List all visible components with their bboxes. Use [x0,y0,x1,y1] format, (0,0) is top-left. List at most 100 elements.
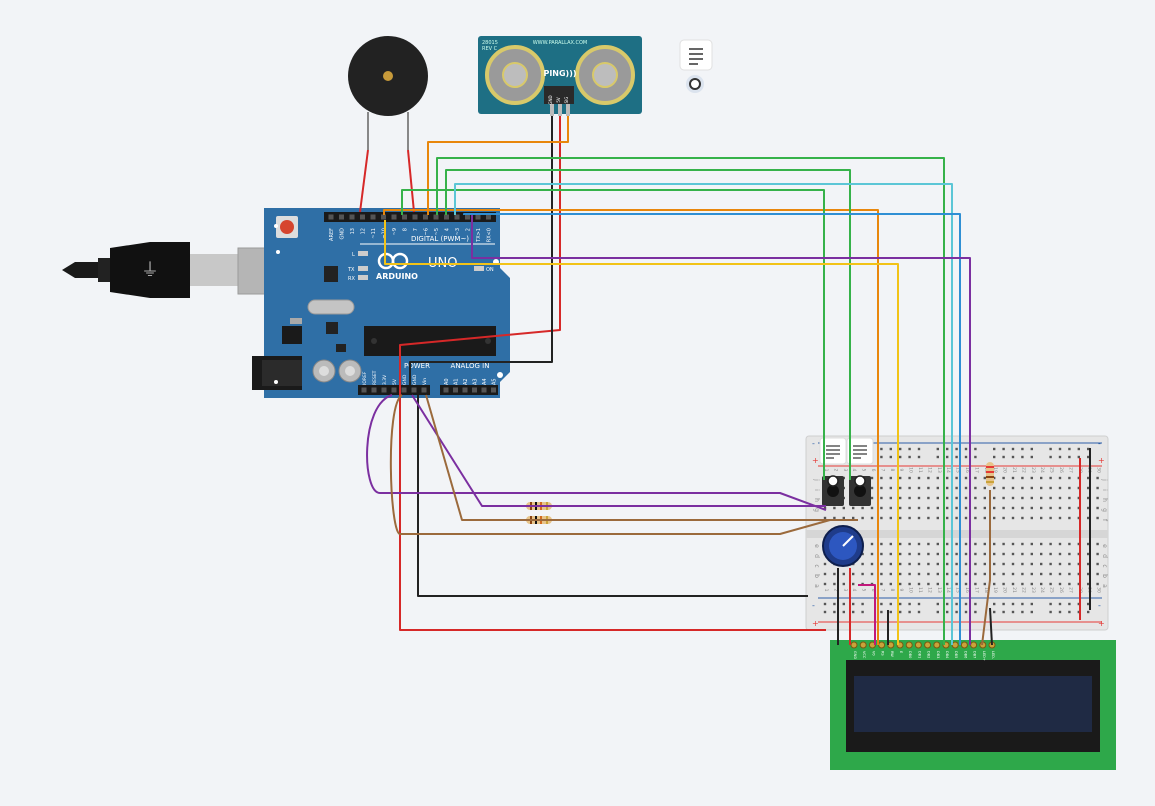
power-pin[interactable] [361,387,367,393]
digital-pin[interactable] [465,214,470,220]
wire-black-gnd [417,395,808,597]
column-label: 30 [1096,587,1102,593]
push-button-2[interactable] [849,476,871,506]
led-label-tx: TX [347,267,355,273]
lcd-pin[interactable] [850,641,858,649]
analog-pin[interactable] [472,387,477,393]
lcd-pin-label: DB3 [936,651,940,658]
column-label: 22 [1020,587,1026,593]
rail-sign-minus: - [812,439,815,448]
analog-pin[interactable] [443,387,449,393]
ultrasonic-sensor[interactable]: 28015 REV C WWW.PARALLAX.COM PING))) GND… [478,36,642,116]
power-pin[interactable] [401,387,407,393]
power-pin-label: 5V [392,378,398,385]
resistor-3[interactable] [986,462,994,486]
wire-brown-1 [425,394,858,521]
row-label: c [813,564,820,567]
column-label: 5 [861,589,867,592]
potentiometer[interactable] [822,525,864,567]
sensor-pin[interactable] [566,104,570,116]
digital-pin[interactable] [412,214,418,220]
power-pin-label: 3.3V [382,374,388,385]
analog-pin-label: A1 [454,378,460,385]
analog-pin[interactable] [491,387,496,393]
column-label: 4 [851,589,857,592]
lcd-pin[interactable] [924,641,932,649]
wire-brown-2 [389,394,831,535]
lcd-pin[interactable] [914,641,922,649]
column-label: 12 [926,467,932,473]
note-icon[interactable] [846,437,874,487]
digital-pin[interactable] [486,214,491,220]
digital-pin[interactable] [454,214,460,220]
digital-pin[interactable] [402,214,407,220]
digital-pin[interactable] [339,214,344,220]
note-icon[interactable] [679,39,713,93]
power-pin[interactable] [421,387,427,393]
power-pin-label: IOREF [362,371,368,385]
column-label: 12 [926,587,932,593]
analog-header-label: ANALOG IN [451,362,490,370]
note-icon[interactable] [819,437,847,487]
lcd-pin[interactable] [970,641,978,649]
column-label: 26 [1058,587,1064,593]
digital-pin[interactable] [423,214,428,220]
power-pin[interactable] [371,387,377,393]
column-label: 15 [955,587,961,593]
digital-pin-label: RX<0 [487,228,493,242]
digital-pin-label: 12 [361,228,367,234]
column-label: 10 [908,467,914,473]
column-label: 30 [1096,467,1102,473]
column-label: 24 [1039,467,1045,473]
column-label: 14 [945,587,951,593]
column-label: 20 [1002,467,1008,473]
lcd-pin[interactable] [905,641,913,649]
column-label: 16 [964,467,970,473]
column-label: 17 [973,467,979,473]
column-label: 8 [889,469,895,472]
digital-pin[interactable] [433,214,439,220]
digital-pin-label: AREF [329,228,335,241]
column-label: 1 [823,469,829,472]
sensor-pin[interactable] [550,104,554,116]
row-label: h [813,498,820,502]
sensor-pin[interactable] [558,104,562,116]
analog-pin[interactable] [462,387,468,393]
digital-pin[interactable] [349,214,355,220]
lcd-pin[interactable] [933,641,941,649]
power-pin[interactable] [381,387,387,393]
push-button-1[interactable] [822,476,844,506]
digital-pin[interactable] [444,214,449,220]
column-label: 8 [889,589,895,592]
power-pin[interactable] [391,387,397,393]
analog-pin[interactable] [481,387,487,393]
power-pin[interactable] [411,387,417,393]
digital-pin[interactable] [360,214,365,220]
column-label: 2 [832,469,838,472]
digital-pin-label: 2 [466,228,472,231]
column-label: 6 [870,469,876,472]
column-label: 13 [936,467,942,473]
digital-pin[interactable] [381,214,386,220]
analog-pin-label: A4 [482,378,488,385]
digital-pin[interactable] [475,214,481,220]
row-label: a [813,584,820,588]
lcd-pin-label: DB2 [927,651,931,658]
lcd-pin[interactable] [878,641,886,649]
lcd-pin[interactable] [859,641,867,649]
analog-pin[interactable] [453,387,458,393]
piezo-buzzer[interactable] [348,36,428,150]
sensor-model: 28015 [482,40,498,46]
digital-pin[interactable] [391,214,397,220]
lcd-pin[interactable] [951,641,959,649]
digital-pin[interactable] [370,214,376,220]
digital-pin-label: GND [340,228,346,240]
column-label: 25 [1049,587,1055,593]
lcd-pin[interactable] [960,641,968,649]
rail-sign-plus: + [1098,456,1105,465]
digital-pin[interactable] [328,214,334,220]
